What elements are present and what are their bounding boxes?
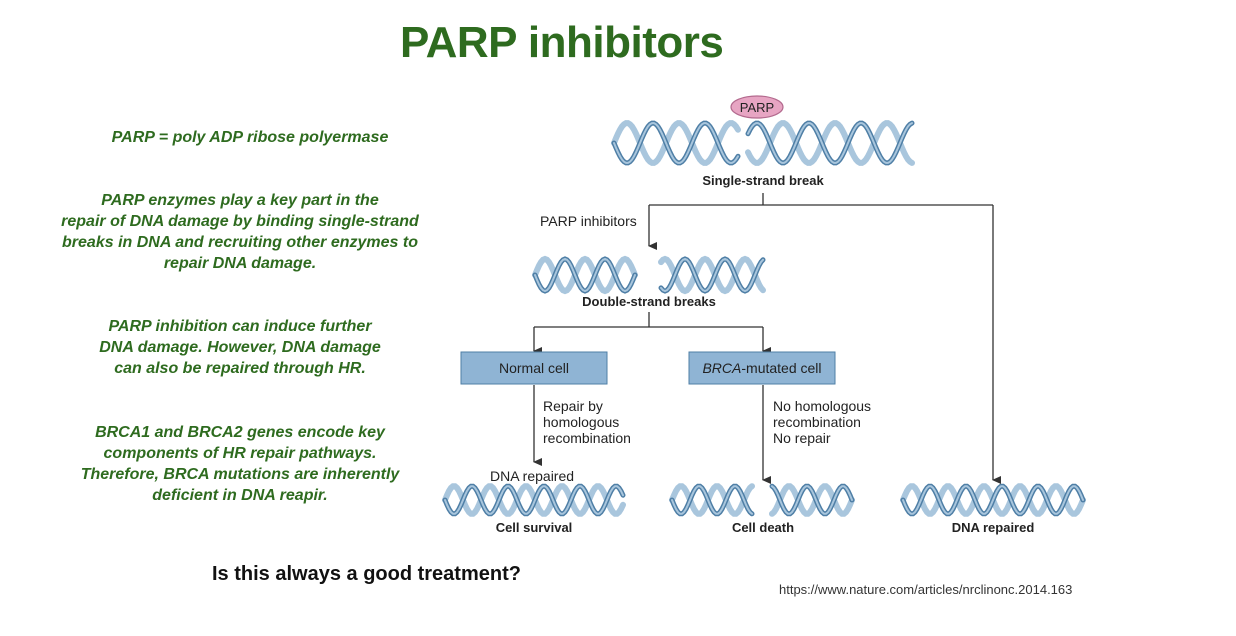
- repair-note: Repair by homologous recombination: [543, 398, 631, 446]
- dna-repaired-top-label: DNA repaired: [490, 468, 574, 484]
- dna-repaired-label: DNA repaired: [952, 520, 1035, 535]
- single-strand-break-label: Single-strand break: [702, 173, 824, 188]
- helix-strand-front: [669, 483, 855, 517]
- svg-text:homologous: homologous: [543, 414, 619, 430]
- cell-death-label: Cell death: [732, 520, 794, 535]
- flow-connectors: [533, 193, 1001, 484]
- brca-mutated-cell-box: BRCA-mutated cell: [688, 351, 836, 385]
- double-strand-breaks-label: Double-strand breaks: [582, 294, 716, 309]
- svg-text:recombination: recombination: [773, 414, 861, 430]
- normal-cell-box: Normal cell: [460, 351, 608, 385]
- parp-enzymes-paragraph: PARP enzymes play a key part in the repa…: [61, 192, 419, 272]
- svg-text:No homologous: No homologous: [773, 398, 871, 414]
- parp-inhibition-paragraph: PARP inhibition can induce further DNA d…: [99, 318, 381, 377]
- dna-helix-cell-death: [669, 483, 855, 517]
- svg-text:recombination: recombination: [543, 430, 631, 446]
- dna-helix-double-strand-breaks: [532, 255, 766, 295]
- dna-helix-cell-survival: [442, 483, 626, 517]
- helix-strand-highlight: [444, 485, 624, 515]
- normal-cell-label: Normal cell: [499, 360, 569, 376]
- helix-strand-highlight: [671, 485, 853, 515]
- dna-helix-single-strand-break: [611, 120, 915, 166]
- helix-strand-highlight: [902, 485, 1084, 515]
- helix-strand-back: [669, 483, 855, 517]
- cell-survival-label: Cell survival: [496, 520, 573, 535]
- helix-strand-highlight: [534, 257, 764, 293]
- definition-text: PARP = poly ADP ribose polyermase: [111, 129, 389, 146]
- brca-mutated-cell-label: BRCA-mutated cell: [702, 360, 821, 376]
- parp-label: PARP: [740, 100, 774, 115]
- helix-strand-highlight: [613, 122, 913, 164]
- source-url[interactable]: https://www.nature.com/articles/nrclinon…: [779, 582, 1073, 597]
- dna-helix-dna-repaired: [900, 483, 1086, 517]
- brca-paragraph: BRCA1 and BRCA2 genes encode key compone…: [80, 424, 400, 504]
- svg-text:Repair by: Repair by: [543, 398, 603, 414]
- parp-enzyme-icon: PARP: [730, 95, 784, 119]
- page-title: PARP inhibitors: [400, 18, 724, 67]
- helix-strand-back: [532, 255, 766, 295]
- no-repair-note: No homologous recombination No repair: [773, 398, 871, 446]
- svg-text:No repair: No repair: [773, 430, 831, 446]
- parp-inhibitors-label: PARP inhibitors: [540, 213, 637, 229]
- question-text: Is this always a good treatment?: [212, 563, 521, 585]
